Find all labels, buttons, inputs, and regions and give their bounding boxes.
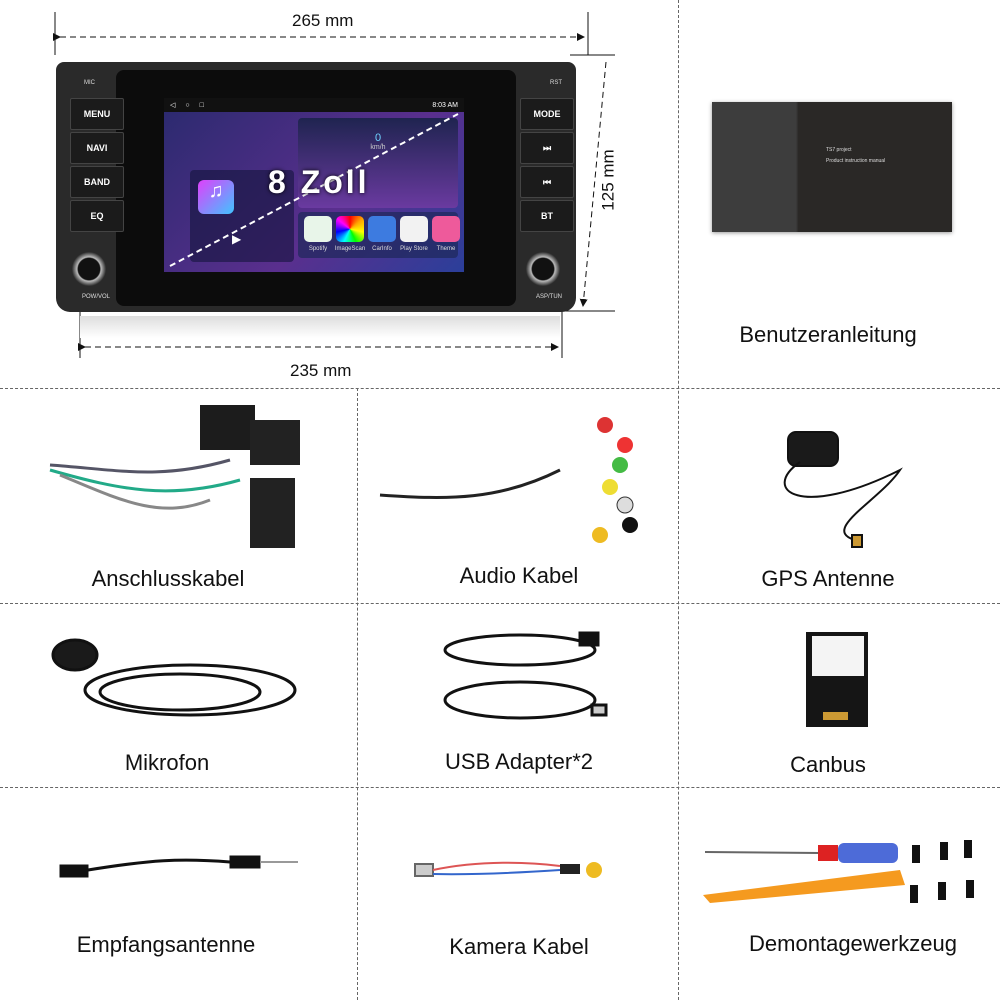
mic-label: MIC	[84, 80, 95, 86]
menu-button[interactable]: MENU	[70, 98, 124, 130]
label-usb-adapter: USB Adapter*2	[445, 749, 593, 774]
rst-label: RST	[550, 80, 562, 86]
app-label: Spotify	[308, 246, 328, 252]
diagonal-arrow	[169, 113, 459, 267]
tune-knob[interactable]	[526, 252, 560, 286]
spotify-app[interactable]	[304, 216, 332, 242]
music-icon: ♫	[198, 180, 234, 214]
microphone-image	[51, 638, 297, 717]
carinfo-app[interactable]	[368, 216, 396, 242]
gps-antenna-image	[783, 431, 903, 548]
label-gps-antenna: GPS Antenne	[761, 566, 895, 591]
app-label: CarInfo	[372, 246, 392, 252]
manual-subtitle: Product instruction manual	[826, 158, 886, 164]
home-icon[interactable]: ○	[185, 101, 190, 109]
divider	[0, 603, 1000, 604]
pow-vol-label: POW/VOL	[82, 294, 111, 300]
app-label: Theme	[436, 246, 456, 252]
band-button[interactable]: BAND	[70, 166, 124, 198]
back-icon[interactable]: ◁	[170, 102, 176, 109]
head-unit: MIC RST MENU NAVI BAND EQ MODE ⏭ ⏮ BT PO…	[56, 62, 576, 312]
usb-adapter-image	[443, 631, 608, 720]
width-top-label: 265 mm	[292, 11, 354, 30]
screen-size-label: 8 Zoll	[268, 164, 370, 200]
divider	[357, 388, 358, 1000]
divider	[0, 388, 1000, 389]
asp-tun-label: ASP/TUN	[536, 294, 563, 300]
next-button[interactable]: ⏭	[520, 132, 574, 164]
status-bar: ◁ ○ □ 8:03 AM	[164, 98, 464, 112]
recents-icon[interactable]: □	[199, 101, 204, 109]
manual-image: TS7 project Product instruction manual	[712, 102, 952, 232]
label-removal-tools: Demontagewerkzeug	[749, 931, 957, 956]
play-icon[interactable]: ▶	[232, 232, 242, 246]
app-label: ImageScan	[334, 246, 366, 252]
navi-button[interactable]: NAVI	[70, 132, 124, 164]
eq-button[interactable]: EQ	[70, 200, 124, 232]
volume-knob[interactable]	[72, 252, 106, 286]
screen[interactable]: ◁ ○ □ 8:03 AM ♫ ▶ 0 km/h Spotify ImageScan…	[164, 98, 464, 272]
label-manual: Benutzeranleitung	[739, 322, 917, 347]
divider	[0, 787, 1000, 788]
speed-unit: km/h	[370, 144, 386, 151]
speed-value: 0	[374, 132, 382, 144]
clock: 8:03 AM	[432, 101, 458, 109]
imagescan-app[interactable]	[336, 216, 364, 242]
label-canbus: Canbus	[790, 752, 866, 777]
removal-tools-image	[703, 840, 974, 903]
label-fm-antenna: Empfangsantenne	[76, 932, 256, 957]
theme-app[interactable]	[432, 216, 460, 242]
label-audio-cable: Audio Kabel	[459, 563, 579, 588]
unit-reflection	[80, 316, 560, 338]
label-microphone: Mikrofon	[124, 750, 210, 775]
width-bottom-label: 235 mm	[290, 361, 352, 380]
app-label: Play Store	[400, 246, 428, 252]
canbus-image	[806, 632, 868, 727]
harness-image	[49, 405, 300, 548]
label-camera-cable: Kamera Kabel	[449, 934, 589, 959]
mode-button[interactable]: MODE	[520, 98, 574, 130]
speed-widget: 0 km/h	[298, 118, 458, 208]
bt-button[interactable]: BT	[520, 200, 574, 232]
fm-antenna-image	[59, 855, 298, 878]
label-harness: Anschlusskabel	[91, 566, 245, 591]
audio-cable-image	[379, 417, 638, 543]
divider	[678, 0, 679, 1000]
camera-cable-image	[414, 861, 602, 878]
manual-title: TS7 project	[826, 147, 852, 153]
prev-button[interactable]: ⏮	[520, 166, 574, 198]
playstore-app[interactable]	[400, 216, 428, 242]
